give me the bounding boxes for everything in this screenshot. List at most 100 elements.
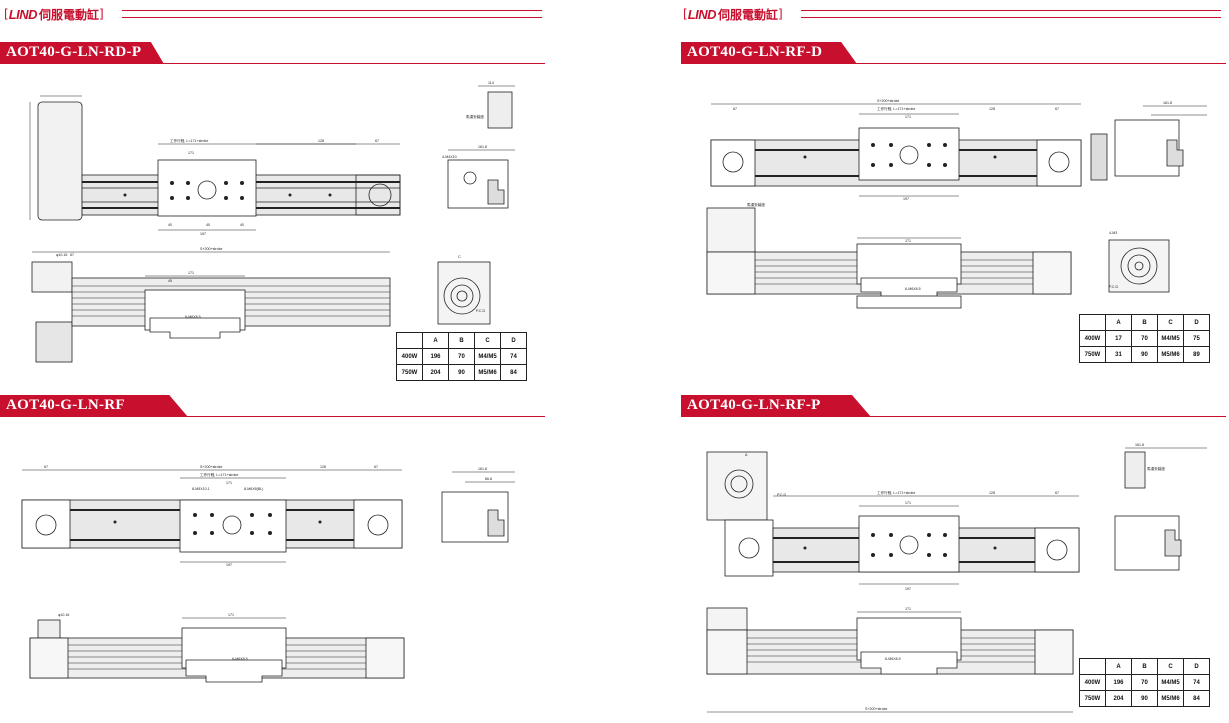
rf-end-view [441,471,515,543]
svg-text:P.C.D: P.C.D [1109,285,1119,289]
svg-text:馬達安裝座: 馬達安裝座 [466,114,484,119]
svg-text:171: 171 [188,151,194,155]
svg-text:67: 67 [733,107,737,111]
brand-name: 伺服電動缸 [39,7,100,22]
svg-text:161.8: 161.8 [478,145,487,149]
right-page: [ LIND 伺服電動缸 ] AOT40-G-LN-RF-D AOT40-G-L… [615,0,1229,723]
left-technical-drawings: 工作行程, L=171+stroke 171 128 67 197 40 40 … [21,81,515,683]
svg-text:P.C.D: P.C.D [476,309,486,313]
svg-text:馬達安裝座: 馬達安裝座 [1147,466,1165,471]
section-title-rf-p: AOT40-G-LN-RF-P [687,397,821,413]
brand-bracket-close: ] [99,7,104,21]
svg-text:86.8: 86.8 [485,477,492,481]
svg-text:171: 171 [905,239,911,243]
rfd-end-view [1090,105,1207,181]
svg-text:171: 171 [905,501,911,505]
table-header-row: A B C D [1079,314,1210,331]
svg-text:工作行程, L=171+stroke: 工作行程, L=171+stroke [200,472,238,477]
brand-header: [ LIND 伺服電動缸 ] [4,6,104,22]
svg-text:工作行程, L=171+stroke: 工作行程, L=171+stroke [170,138,208,143]
svg-text:128: 128 [318,139,324,143]
svg-text:171: 171 [226,481,232,485]
section-banner-rd-p: AOT40-G-LN-RD-P [0,42,545,64]
svg-text:67: 67 [44,465,48,469]
svg-text:67: 67 [375,139,379,143]
brand-header-right: [ LIND 伺服電動缸 ] [683,6,783,22]
svg-text:171: 171 [228,613,234,617]
svg-text:45: 45 [168,279,172,283]
svg-text:114: 114 [488,81,494,85]
svg-text:馬達安裝座: 馬達安裝座 [747,202,765,207]
table-row: 750W 31 90 M5/M6 89 [1079,346,1210,363]
svg-text:S+200+stroke: S+200+stroke [877,99,899,103]
svg-text:171: 171 [905,607,911,611]
svg-text:6-M6X8.5: 6-M6X8.5 [885,657,901,661]
table-header-row: A B C D [396,332,527,349]
rfp-end-view [1114,447,1207,571]
rfd-motor-flange-view [1108,239,1170,293]
svg-text:4-M3: 4-M3 [1109,231,1117,235]
svg-text:197: 197 [903,197,909,201]
spec-table-rf-d: A B C D 400W 17 70 M4/M5 75 750W 31 90 M… [1079,314,1210,363]
rfd-top-view [710,103,1082,197]
svg-text:128: 128 [989,491,995,495]
rfp-side-view [706,607,1074,713]
table-header-row: A B C D [1079,658,1210,675]
header-double-rule [122,10,542,18]
svg-text:8-M5X10.1: 8-M5X10.1 [192,487,210,491]
table-row: 400W 196 70 M4/M5 74 [396,348,527,365]
rfd-side-view [706,207,1072,309]
header-double-rule-right [801,10,1221,18]
svg-text:P.C.D: P.C.D [777,493,787,497]
svg-text:S+200+stroke: S+200+stroke [200,465,222,469]
svg-text:197: 197 [905,587,911,591]
spec-table-left: A B C D 400W 196 70 M4/M5 74 750W 204 90… [396,332,527,381]
svg-text:6-M6X8.5: 6-M6X8.5 [185,315,201,319]
svg-text:67: 67 [374,465,378,469]
left-page: [ LIND 伺服電動缸 ] AOT40-G-LN-RD-P AOT40-G-L… [0,0,614,723]
svg-text:工作行程, L=171+stroke: 工作行程, L=171+stroke [877,490,915,495]
svg-text:φ10.16: φ10.16 [58,613,69,617]
svg-text:161.8: 161.8 [1135,443,1144,447]
svg-text:8-M6X8(BL): 8-M6X8(BL) [244,487,263,491]
rf-side-view [29,617,405,683]
svg-text:128: 128 [320,465,326,469]
svg-text:171: 171 [905,115,911,119]
table-row: 400W 17 70 M4/M5 75 [1079,330,1210,347]
svg-text:67: 67 [1055,491,1059,495]
rdp-side-view [31,251,391,363]
section-title-rf-d: AOT40-G-LN-RF-D [687,44,823,60]
section-title-rd-p: AOT40-G-LN-RD-P [6,44,142,60]
svg-text:S+200+stroke: S+200+stroke [865,707,887,711]
right-technical-drawings: S+200+stroke 工作行程, L=171+stroke 171 67 1… [706,99,1207,713]
svg-text:40: 40 [168,223,172,227]
svg-text:67: 67 [70,253,74,257]
svg-text:40: 40 [240,223,244,227]
rfp-top-view [706,451,1080,585]
svg-text:6-M6X8.5: 6-M6X8.5 [905,287,921,291]
table-row: 400W 196 70 M4/M5 74 [1079,674,1210,691]
svg-text:128: 128 [989,107,995,111]
svg-text:67: 67 [1055,107,1059,111]
svg-text:197: 197 [226,563,232,567]
section-title-rf: AOT40-G-LN-RF [6,397,125,413]
spec-table-rf-p: A B C D 400W 196 70 M4/M5 74 750W 204 90… [1079,658,1210,707]
svg-text:161.8: 161.8 [478,467,487,471]
table-row: 750W 204 90 M5/M6 84 [1079,690,1210,707]
svg-text:φ10.16: φ10.16 [56,253,67,257]
svg-text:S+200+stroke: S+200+stroke [200,247,222,251]
rf-top-view [21,469,403,563]
rdp-motor-flange-view [437,261,491,325]
lind-logo: LIND [687,6,717,22]
svg-text:197: 197 [200,232,206,236]
svg-text:161.8: 161.8 [1163,101,1172,105]
svg-text:A: A [745,453,748,457]
table-row: 750W 204 90 M5/M6 84 [396,364,527,381]
svg-text:工作行程, L=171+stroke: 工作行程, L=171+stroke [877,106,915,111]
section-banner-rf-p: AOT40-G-LN-RF-P [681,395,1226,417]
svg-text:4-M4X10: 4-M4X10 [442,155,457,159]
svg-text:171: 171 [188,271,194,275]
svg-text:C: C [458,255,461,259]
section-banner-rf-d: AOT40-G-LN-RF-D [681,42,1226,64]
rdp-top-view [29,95,401,231]
